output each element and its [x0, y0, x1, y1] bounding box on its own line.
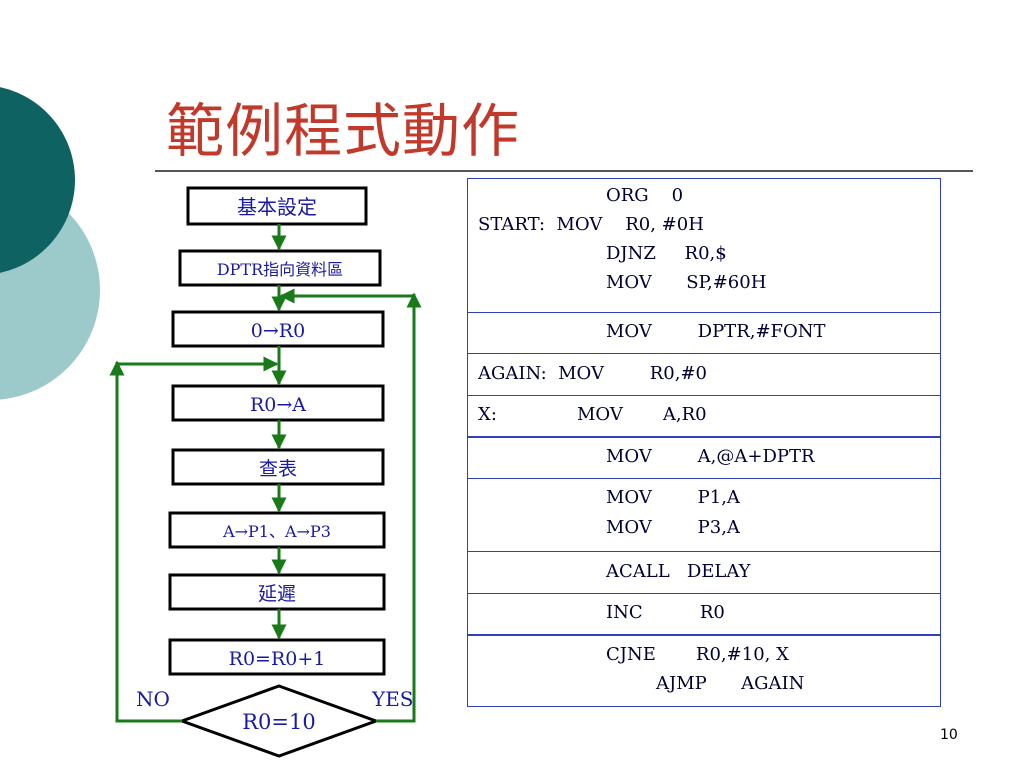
code-line: ORG 0 — [606, 185, 684, 206]
code-row-5: MOV A,@A+DPTR — [467, 437, 941, 479]
step-box-4 — [171, 384, 385, 422]
code-line: CJNE R0,#10, X — [606, 644, 789, 665]
code-row-2: MOV DPTR,#FONT — [467, 312, 941, 354]
code-row-7: ACALL DELAY — [467, 551, 941, 594]
code-line: DJNZ R0,$ — [606, 243, 727, 264]
step-label-3: 0→R0 — [251, 320, 305, 342]
decision-label: R0=10 — [242, 710, 316, 734]
yes-label: YES — [371, 687, 414, 711]
code-line: START: MOV R0, #0H — [478, 214, 704, 235]
code-line: AJMP AGAIN — [656, 673, 805, 694]
step-box-5 — [171, 448, 385, 486]
decorative-circle-dark — [0, 87, 75, 273]
step-box-7 — [168, 573, 386, 611]
step-box-2 — [178, 249, 382, 287]
code-line: MOV P3,A — [606, 517, 740, 538]
code-line: INC R0 — [606, 602, 725, 623]
no-label: NO — [136, 687, 170, 711]
code-line: X: MOV A,R0 — [478, 404, 707, 425]
code-line: MOV SP,#60H — [606, 272, 767, 293]
step-label-7: 延遲 — [258, 583, 296, 605]
step-box-1 — [186, 186, 368, 226]
step-box-3 — [171, 310, 385, 348]
step-label-1: 基本設定 — [237, 195, 317, 219]
page-number: 10 — [940, 727, 958, 743]
slide-title: 範例程式動作 — [166, 97, 521, 165]
step-label-4: R0→A — [250, 394, 306, 416]
code-row-8: INC R0 — [467, 593, 941, 635]
flow-arrows — [109, 224, 422, 723]
code-line: MOV P1,A — [606, 487, 740, 508]
decision-diamond — [177, 684, 381, 758]
step-label-2: DPTR指向資料區 — [217, 260, 343, 279]
code-line: AGAIN: MOV R0,#0 — [478, 363, 708, 384]
step-label-5: 查表 — [259, 458, 297, 480]
code-row-1: ORG 0 START: MOV R0, #0H DJNZ R0,$ MOV S… — [467, 178, 941, 313]
code-row-3: AGAIN: MOV R0,#0 — [467, 353, 941, 396]
title-divider — [155, 170, 973, 172]
code-line: MOV DPTR,#FONT — [606, 321, 826, 342]
step-box-6 — [168, 511, 386, 549]
step-label-6: A→P1、A→P3 — [222, 522, 331, 541]
step-label-8: R0=R0+1 — [229, 648, 326, 670]
code-row-6: MOV P1,A MOV P3,A — [467, 478, 941, 552]
step-box-8 — [168, 638, 386, 676]
code-row-4: X: MOV A,R0 — [467, 395, 941, 437]
code-row-9: CJNE R0,#10, X AJMP AGAIN — [467, 635, 941, 707]
code-line: MOV A,@A+DPTR — [606, 446, 815, 467]
code-line: ACALL DELAY — [606, 561, 751, 582]
